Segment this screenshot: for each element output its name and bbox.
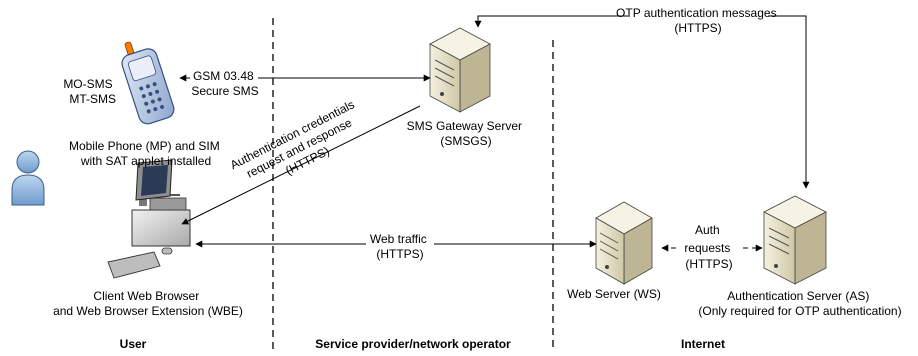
web-server-label: Web Server (WS) [567,287,661,301]
web-traffic-label: Web traffic (HTTPS) [370,232,430,261]
gateway-label: SMS Gateway Server (SMSGS) [407,119,526,148]
otp-link-label: OTP authentication messages (HTTPS) [616,6,780,35]
phone-protocols-label: MO-SMS MT-SMS [63,77,116,106]
zone-label-provider: Service provider/network operator [315,337,511,351]
auth-requests-label: Auth requests (HTTPS) [684,223,733,271]
auth-credentials-arrow [181,105,421,225]
phone-caption: Mobile Phone (MP) and SIM with SAT apple… [69,139,223,168]
zone-label-user: User [120,337,147,351]
zone-label-internet: Internet [681,337,725,351]
client-label: Client Web Browser and Web Browser Exten… [53,289,243,318]
auth-server-label: Authentication Server (AS) (Only require… [698,289,901,318]
mobile-phone-icon [121,41,175,125]
web-server-icon [595,201,653,285]
otp-link-arrow [478,15,806,188]
auth-credentials-label: Authentication credentials request and r… [228,96,373,199]
authentication-server-icon [763,195,827,285]
desktop-computer-icon [107,159,191,279]
sms-gateway-server-icon [429,27,491,113]
user-person-icon [11,150,45,206]
sms-link-label: GSM 03.48 Secure SMS [191,69,258,98]
